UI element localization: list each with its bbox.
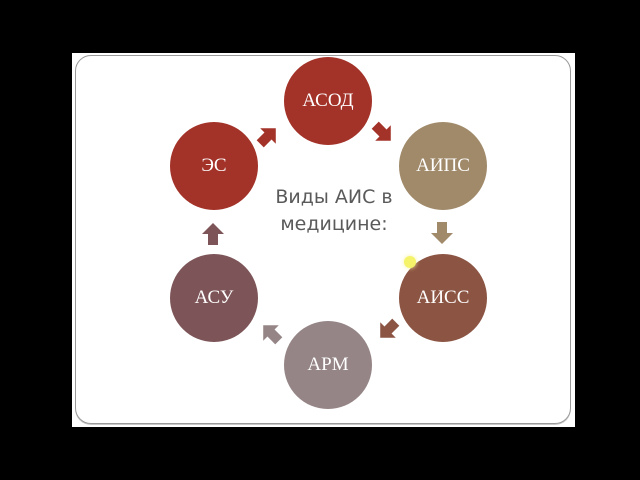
node-label: АСУ <box>194 287 234 308</box>
arrow-up-left-icon <box>263 325 283 345</box>
node-label: АСОД <box>302 90 354 111</box>
node-aiss: АИСС <box>399 254 487 342</box>
node-aips: АИПС <box>399 122 487 210</box>
laser-pointer-dot <box>404 256 416 268</box>
node-label: АИСС <box>416 287 470 308</box>
node-asod: АСОД <box>284 57 372 145</box>
node-es: ЭС <box>170 122 258 210</box>
node-asu: АСУ <box>170 254 258 342</box>
node-label: АИПС <box>416 155 470 176</box>
arrow-up-right-icon <box>256 128 276 148</box>
node-label: ЭС <box>201 155 227 176</box>
presentation-slide: АСОД АИПС АИСС АРМ АСУ ЭС Виды АИС в мед… <box>72 53 575 427</box>
center-title: Виды АИС в медицине: <box>264 184 404 238</box>
slide-frame <box>75 55 571 424</box>
arrow-down-icon <box>431 222 453 244</box>
center-title-line2: медицине: <box>280 213 388 235</box>
arrow-up-icon <box>202 223 224 245</box>
node-arm: АРМ <box>284 321 372 409</box>
arrow-down-left-icon <box>380 318 400 338</box>
arrow-down-right-icon <box>371 121 391 141</box>
node-label: АРМ <box>307 354 349 375</box>
center-title-line1: Виды АИС в <box>275 186 393 208</box>
